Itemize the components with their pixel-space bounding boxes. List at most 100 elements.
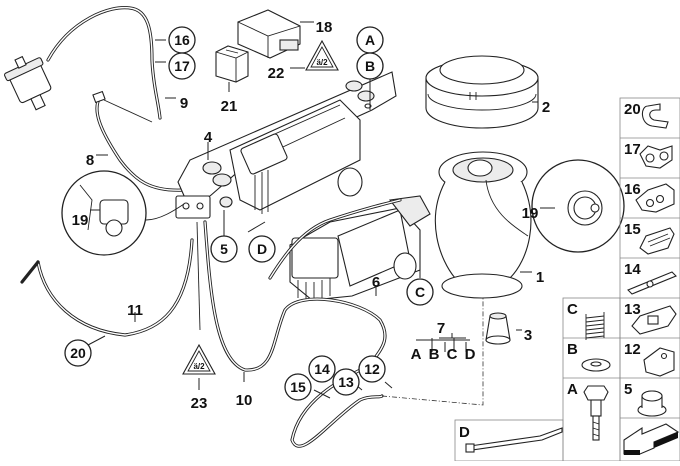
grid-label-5: 5 <box>624 381 632 398</box>
callout-A: A <box>356 26 384 54</box>
grid-label-B: B <box>567 341 578 358</box>
callout-label-C: C <box>415 284 425 300</box>
callout-circle <box>356 52 384 80</box>
callout-label-12: 12 <box>364 361 380 377</box>
callout-16: 16 <box>168 26 196 54</box>
callout-circle <box>358 355 386 383</box>
kit-7-bracket <box>416 333 470 352</box>
part-label-1: 1 <box>536 269 544 286</box>
part-label-10: 10 <box>236 392 253 409</box>
part-label-22: 22 <box>268 65 285 82</box>
multiple-line-holder-icon <box>631 305 677 335</box>
grid-label-16: 16 <box>624 181 641 198</box>
callout-C: C <box>406 278 434 306</box>
callout-label-16: 16 <box>174 32 190 48</box>
part-label-6: 6 <box>372 274 380 291</box>
callout-circle <box>308 355 336 383</box>
grid-label-14: 14 <box>624 261 641 278</box>
kit-member-D: D <box>465 346 476 363</box>
callout-13: 13 <box>332 368 360 396</box>
callout-12: 12 <box>358 355 386 383</box>
pressure-line-11 <box>20 238 194 337</box>
line-holder-icon <box>639 227 675 255</box>
compressor-6 <box>268 195 431 301</box>
air-spring <box>434 151 532 299</box>
pressure-line-15 <box>290 363 384 448</box>
control-unit <box>237 9 301 59</box>
bracket-icon <box>627 271 677 295</box>
part-label-19a: 19 <box>72 212 89 229</box>
grid-label-12: 12 <box>624 341 641 358</box>
pressure-line-10 <box>196 220 387 372</box>
callout-circle <box>284 373 312 401</box>
callout-20: 20 <box>64 339 92 367</box>
grid-label-A: A <box>567 381 578 398</box>
callout-circle <box>406 278 434 306</box>
cable-tie-icon <box>465 427 563 453</box>
grid-label-20: 20 <box>624 101 641 118</box>
warning-triangle-23 <box>182 343 216 375</box>
callout-label-17: 17 <box>174 58 190 74</box>
hose-clip-icon <box>641 103 669 129</box>
callout-17: 17 <box>168 52 196 80</box>
callout-label-D: D <box>257 241 267 257</box>
air-spring-cover <box>425 55 539 129</box>
part-label-8: 8 <box>86 152 94 169</box>
part-label-18: 18 <box>316 19 333 36</box>
clip-nut-holder-icon <box>643 347 675 377</box>
valve-block <box>175 195 233 219</box>
detail-view-19-right <box>531 159 625 253</box>
double-line-holder-icon <box>639 145 673 169</box>
callout-circle <box>332 368 360 396</box>
callout-D: D <box>248 235 276 263</box>
callout-label-A: A <box>365 32 375 48</box>
kit-member-B: B <box>429 346 440 363</box>
part-label-3: 3 <box>524 327 532 344</box>
part-label-9: 9 <box>180 95 188 112</box>
grid-label-15: 15 <box>624 221 641 238</box>
collar-nut-icon <box>637 390 667 417</box>
grid-label-C: C <box>567 301 578 318</box>
warning-symbol-23-text: ä/2 <box>193 362 205 371</box>
part-label-7: 7 <box>437 320 445 337</box>
detail-view-19-left <box>61 170 185 256</box>
kit-member-C: C <box>447 346 458 363</box>
callout-label-20: 20 <box>70 345 86 361</box>
grid-label-13: 13 <box>624 301 641 318</box>
part-label-11: 11 <box>127 302 143 319</box>
compressor-bracket-assembly <box>177 71 397 214</box>
callout-circle <box>168 52 196 80</box>
part-label-21: 21 <box>221 98 238 115</box>
air-filter <box>4 6 162 120</box>
part-label-23: 23 <box>191 395 208 412</box>
callout-label-B: B <box>365 58 375 74</box>
part-label-19b: 19 <box>522 205 539 222</box>
callout-circle <box>64 339 92 367</box>
grid-label-17: 17 <box>624 141 641 158</box>
callout-15: 15 <box>284 373 312 401</box>
callout-circle <box>210 235 238 263</box>
callout-B: B <box>356 52 384 80</box>
callout-circle <box>248 235 276 263</box>
grid-label-D: D <box>459 424 470 441</box>
callout-label-14: 14 <box>314 361 330 377</box>
connector-3 <box>485 312 511 345</box>
warning-triangle-22 <box>305 39 339 71</box>
direction-arrow-icon <box>623 423 680 455</box>
callout-label-13: 13 <box>338 374 354 390</box>
callout-14: 14 <box>308 355 336 383</box>
kit-member-A: A <box>411 346 422 363</box>
washer-icon <box>581 358 611 372</box>
part-label-4: 4 <box>204 129 213 146</box>
callout-5: 5 <box>210 235 238 263</box>
line-clamp-icon <box>635 183 675 213</box>
part-label-2: 2 <box>542 99 550 116</box>
callout-label-15: 15 <box>290 379 306 395</box>
warning-symbol-22-text: ä/2 <box>316 58 328 67</box>
relay <box>215 45 249 83</box>
